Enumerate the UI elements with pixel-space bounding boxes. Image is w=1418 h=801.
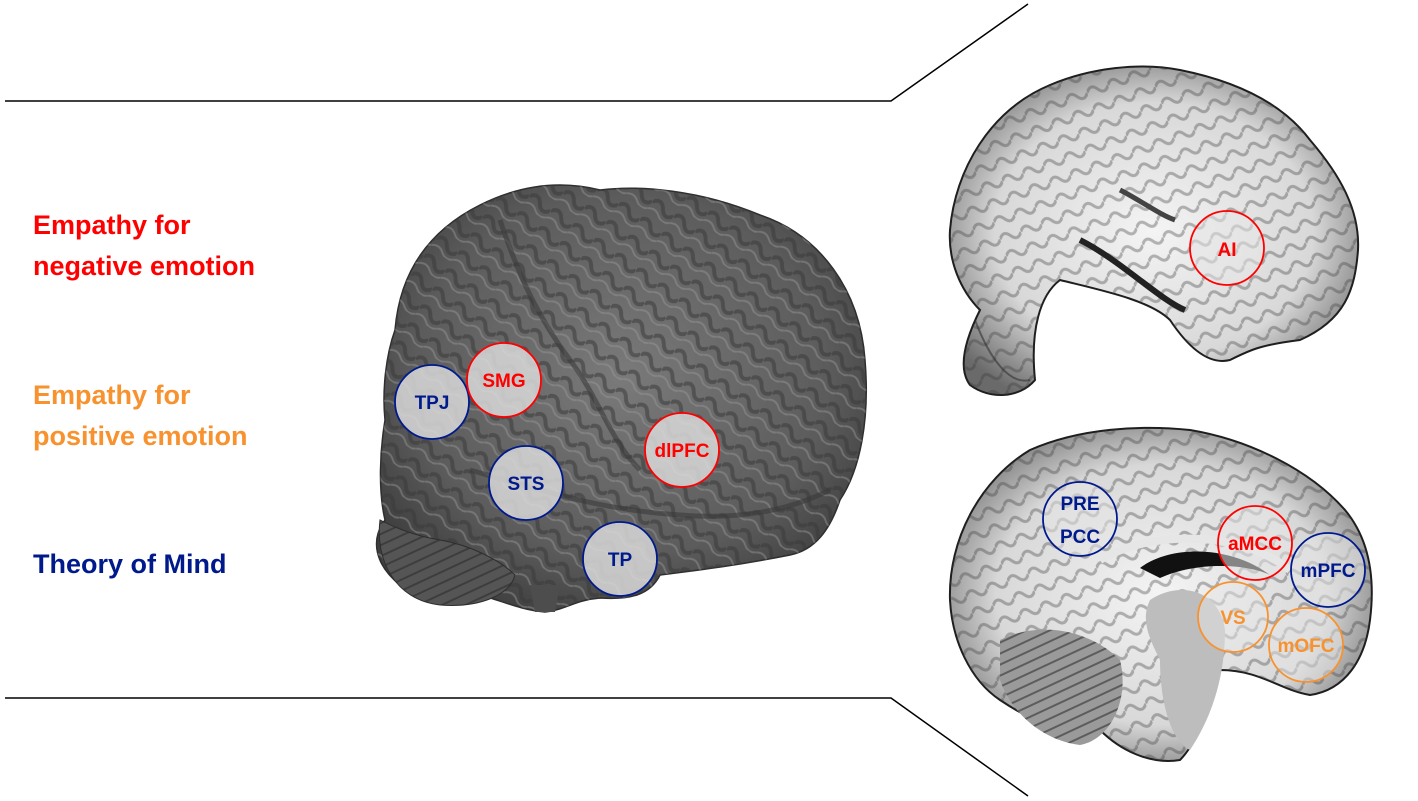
roi-tp: TP (582, 521, 658, 597)
roi-mpfc: mPFC (1290, 532, 1366, 608)
roi-smg-label: SMG (482, 371, 525, 392)
roi-pre-label: PRE (1060, 494, 1099, 515)
legend-tom-line1: Theory of Mind (33, 549, 227, 579)
legend-theory-of-mind: Theory of Mind (33, 544, 226, 585)
roi-amcc-label: aMCC (1228, 534, 1282, 555)
roi-sts: STS (488, 445, 564, 521)
roi-dlpfc-label: dlPFC (655, 441, 710, 462)
roi-pcc-label: PCC (1060, 527, 1100, 548)
connector-line-top (5, 3, 1029, 102)
roi-tpj-label: TPJ (415, 393, 450, 414)
legend-negative-line2: negative emotion (33, 251, 256, 281)
connector-line-bottom (5, 697, 1029, 797)
roi-mofc-label: mOFC (1278, 636, 1335, 657)
roi-vs: VS (1197, 581, 1269, 653)
roi-dlpfc: dlPFC (644, 412, 720, 488)
roi-mofc: mOFC (1268, 607, 1344, 683)
legend-negative-emotion: Empathy for negative emotion (33, 205, 255, 287)
roi-ai-label: AI (1218, 240, 1237, 261)
roi-vs-label: VS (1220, 608, 1245, 629)
roi-smg: SMG (466, 342, 542, 418)
roi-tpj: TPJ (394, 364, 470, 440)
legend-negative-line1: Empathy for (33, 210, 191, 240)
roi-pre-pcc: PRE PCC (1042, 481, 1118, 557)
sagittal-insula-mri (948, 65, 1360, 397)
legend-positive-emotion: Empathy for positive emotion (33, 375, 248, 457)
roi-tp-label: TP (608, 550, 633, 571)
legend-positive-line1: Empathy for (33, 380, 191, 410)
roi-ai: AI (1189, 210, 1265, 286)
legend-positive-line2: positive emotion (33, 421, 248, 451)
roi-sts-label: STS (508, 474, 545, 495)
roi-mpfc-label: mPFC (1301, 561, 1356, 582)
roi-amcc: aMCC (1217, 505, 1293, 581)
